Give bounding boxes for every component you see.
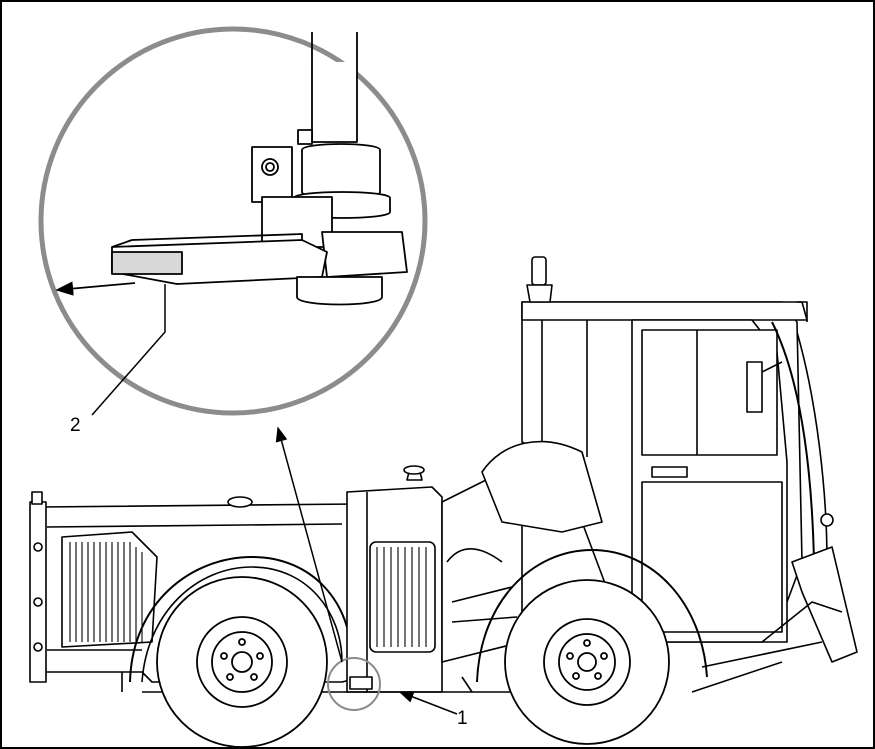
cab-roof [521, 301, 808, 321]
detail-leader-line [275, 426, 343, 663]
pull-direction-arrow [55, 281, 136, 296]
rear-post [29, 501, 47, 683]
beacon-light [531, 256, 547, 286]
front-wheel [504, 579, 670, 745]
callout-2-leader [91, 284, 166, 416]
detail-marker-circle [327, 657, 381, 711]
callout-label-1: 1 [457, 708, 468, 729]
tractor-drawing [29, 256, 858, 693]
rear-grille [61, 531, 158, 648]
callout-1-arrow [398, 691, 458, 715]
mirror [746, 361, 763, 413]
rear-fender [129, 556, 353, 683]
front-fender [476, 549, 708, 683]
callout-label-2: 2 [70, 415, 81, 436]
front-hood [481, 440, 603, 533]
front-linkage [791, 546, 858, 663]
magnified-detail [38, 26, 428, 416]
rear-wheel [156, 576, 328, 747]
